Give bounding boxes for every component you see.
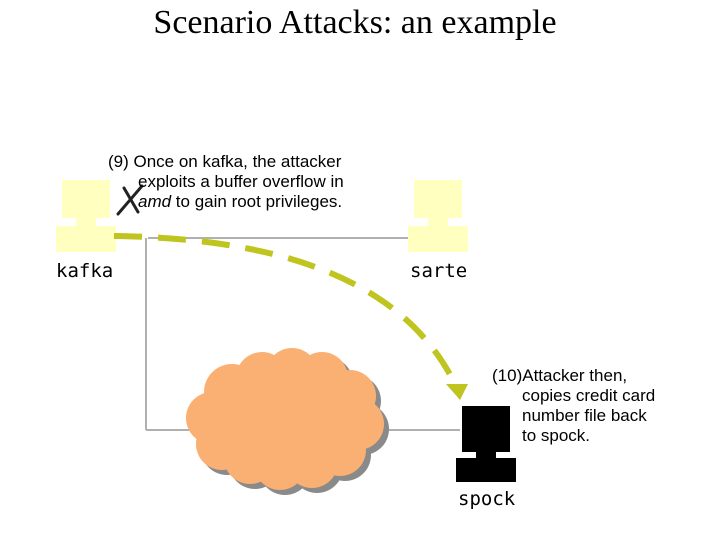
sarte-terminal-icon	[408, 180, 468, 252]
step9-line2: exploits a buffer overflow in	[138, 172, 344, 191]
attack-path-line	[113, 233, 459, 388]
cross-mark-icon	[116, 184, 144, 216]
step9-note: (9) Once on kafka, the attacker exploits…	[108, 152, 344, 212]
host-label-kafka: kafka	[56, 260, 114, 282]
step10-line2: copies credit card	[522, 386, 656, 405]
step10-line4: to spock.	[522, 426, 591, 445]
attack-path-arrowhead	[446, 384, 468, 400]
step9-line3-rest: to gain root privileges.	[171, 192, 343, 211]
step10-line1: (10)Attacker then,	[492, 366, 628, 385]
host-label-sarte: sarte	[410, 260, 468, 282]
step9-amd-term: amd	[138, 192, 172, 211]
step9-line3: amd to gain root privileges.	[108, 192, 344, 212]
cloud-body	[186, 348, 384, 490]
slide-title: Scenario Attacks: an example	[153, 4, 557, 41]
step10-note: (10)Attacker then, copies credit card nu…	[492, 366, 655, 446]
spock-terminal-icon	[456, 406, 516, 482]
kafka-terminal-icon	[56, 180, 116, 252]
internet-cloud	[186, 348, 389, 495]
step9-line1: (9) Once on kafka, the attacker	[108, 152, 342, 171]
step10-line3: number file back	[522, 406, 647, 425]
host-label-spock: spock	[458, 488, 516, 510]
attack-path-arrow	[113, 233, 468, 400]
